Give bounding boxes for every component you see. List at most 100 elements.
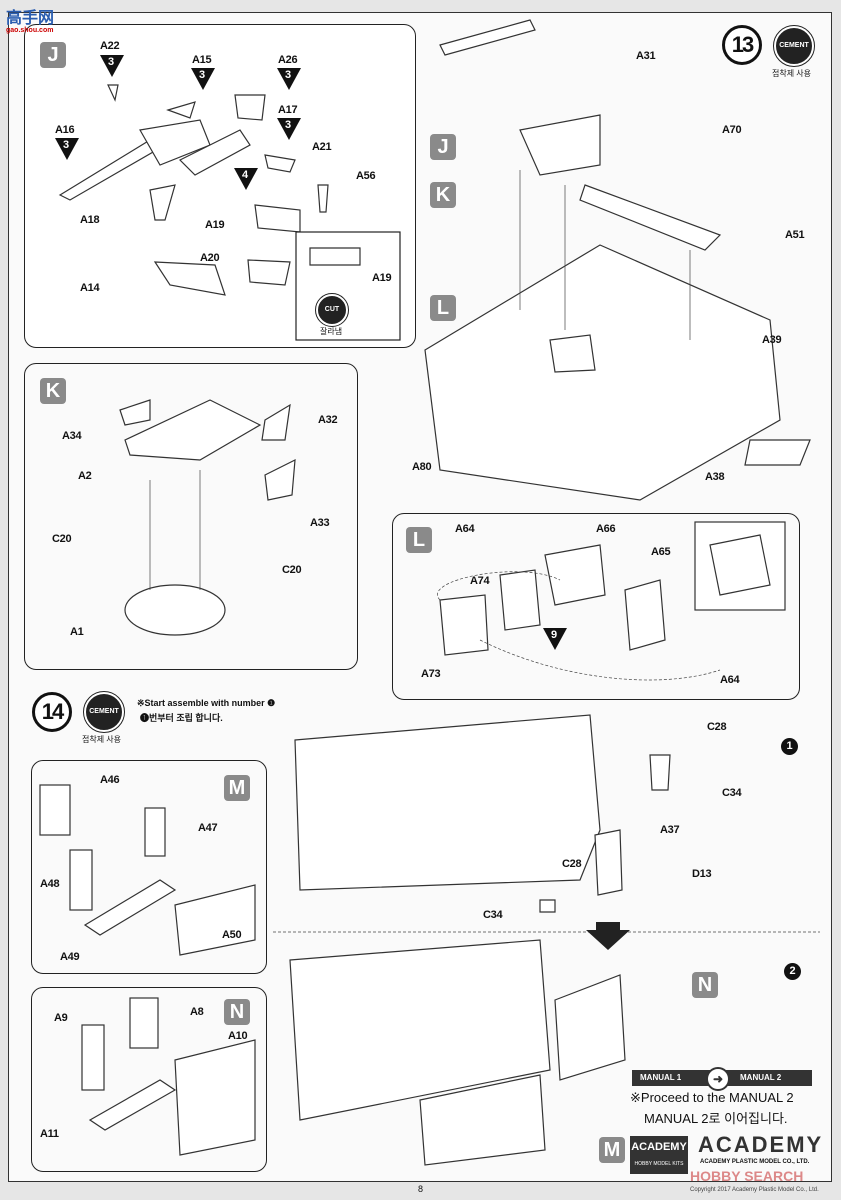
part-label: C34 xyxy=(483,909,503,921)
cut-caption: 잘라냄 xyxy=(320,327,343,336)
part-label: A11 xyxy=(40,1128,59,1140)
part-label: A56 xyxy=(356,170,376,182)
part-label: A65 xyxy=(651,546,671,558)
part-label: A8 xyxy=(190,1006,204,1018)
gun-drawing-j xyxy=(58,84,329,296)
quantity-badge: 3 xyxy=(55,138,79,160)
part-label: A21 xyxy=(312,141,332,153)
fence-drawing-m xyxy=(39,784,256,956)
part-label: A17 xyxy=(278,104,298,116)
hatch-drawing-l xyxy=(437,521,786,681)
fence-drawing-n xyxy=(81,997,256,1156)
badge-n-sub: N xyxy=(692,972,718,998)
badge-j-main: J xyxy=(430,134,456,160)
part-label: A22 xyxy=(100,40,120,52)
part-label: A80 xyxy=(412,461,432,473)
badge-n: N xyxy=(224,999,250,1025)
badge-k-main: K xyxy=(430,182,456,208)
part-label: A20 xyxy=(200,252,220,264)
part-label: A10 xyxy=(228,1030,248,1042)
proceed-note-kr: MANUAL 2로 이어집니다. xyxy=(644,1111,788,1126)
step-number-14: 14 xyxy=(32,692,72,732)
down-arrow-icon xyxy=(586,922,630,950)
part-label: A2 xyxy=(78,470,92,482)
part-label: A51 xyxy=(785,229,805,241)
part-label: A31 xyxy=(636,50,656,62)
cement-icon: CEMENT xyxy=(83,691,125,733)
arrow-right-icon: ➜ xyxy=(706,1067,730,1091)
part-label: A74 xyxy=(470,575,490,587)
copyright: Copyright 2017 Academy Plastic Model Co.… xyxy=(690,1187,819,1193)
part-label: A66 xyxy=(596,523,616,535)
cut-icon: CUT xyxy=(315,293,349,327)
cement-caption: 접착제 사용 xyxy=(772,69,812,78)
badge-k: K xyxy=(40,378,66,404)
badge-l: L xyxy=(406,527,432,553)
substep-2-icon: 2 xyxy=(784,963,801,980)
quantity-badge: 3 xyxy=(277,68,301,90)
quantity-badge: 4 xyxy=(234,168,258,190)
part-label: A19 xyxy=(205,219,225,231)
part-label: A73 xyxy=(421,668,441,680)
part-label: C34 xyxy=(722,787,742,799)
part-label: A1 xyxy=(70,626,84,638)
badge-j: J xyxy=(40,42,66,68)
part-label: A37 xyxy=(660,824,680,836)
panel-l xyxy=(392,513,800,700)
part-label: D13 xyxy=(692,868,712,880)
badge-l-main: L xyxy=(430,295,456,321)
hull-drawing-1 xyxy=(294,714,671,913)
panel-n xyxy=(31,987,267,1172)
part-label: A49 xyxy=(60,951,80,963)
part-label: A34 xyxy=(62,430,82,442)
part-label: C28 xyxy=(707,721,727,733)
part-label: A39 xyxy=(762,334,782,346)
part-label: A64 xyxy=(720,674,740,686)
page-number: 8 xyxy=(418,1184,424,1194)
inset-part-label: A19 xyxy=(372,272,392,284)
part-label: A48 xyxy=(40,878,60,890)
quantity-badge: 3 xyxy=(100,55,124,77)
proceed-note-en: ※Proceed to the MANUAL 2 xyxy=(630,1090,794,1105)
quantity-badge: 3 xyxy=(277,118,301,140)
turret-ring-drawing-k xyxy=(119,399,296,636)
academy-box-logo: ACADEMY HOBBY MODEL KITS xyxy=(630,1136,688,1174)
part-label: A15 xyxy=(192,54,212,66)
manual-banner: MANUAL 1 ➜ MANUAL 2 xyxy=(632,1067,812,1091)
part-label: A47 xyxy=(198,822,218,834)
part-label: C20 xyxy=(52,533,72,545)
part-label: A38 xyxy=(705,471,725,483)
quantity-badge: 9 xyxy=(543,628,567,650)
part-label: A33 xyxy=(310,517,330,529)
hobby-search-watermark: HOBBY SEARCH xyxy=(690,1168,804,1184)
panel-k xyxy=(24,363,358,670)
quantity-badge: 3 xyxy=(191,68,215,90)
part-label: A64 xyxy=(455,523,475,535)
assembly-note-kr: ❶번부터 조립 합니다. xyxy=(140,713,223,723)
part-label: A16 xyxy=(55,124,75,136)
badge-m: M xyxy=(224,775,250,801)
part-label: A46 xyxy=(100,774,120,786)
substep-1-icon: 1 xyxy=(781,738,798,755)
hull-drawing-2 xyxy=(289,939,626,1166)
part-label: A32 xyxy=(318,414,338,426)
vehicle-drawing-13 xyxy=(424,19,811,501)
step-number-13: 13 xyxy=(722,25,762,65)
part-label: A50 xyxy=(222,929,242,941)
panel-m xyxy=(31,760,267,974)
badge-m-sub: M xyxy=(599,1137,625,1163)
cement-icon: CEMENT xyxy=(773,25,815,67)
part-label: C20 xyxy=(282,564,302,576)
part-label: A14 xyxy=(80,282,100,294)
part-label: A70 xyxy=(722,124,742,136)
watermark-logo: 高手网 gao.shou.com xyxy=(6,10,55,34)
part-label: C28 xyxy=(562,858,582,870)
company-name: ACADEMY PLASTIC MODEL CO., LTD. xyxy=(700,1159,810,1165)
part-label: A26 xyxy=(278,54,298,66)
cement-caption: 접착제 사용 xyxy=(82,735,122,744)
assembly-note-en: ※Start assemble with number ❶ xyxy=(137,698,276,708)
academy-logo: ACADEMY xyxy=(698,1132,824,1157)
part-label: A9 xyxy=(54,1012,68,1024)
